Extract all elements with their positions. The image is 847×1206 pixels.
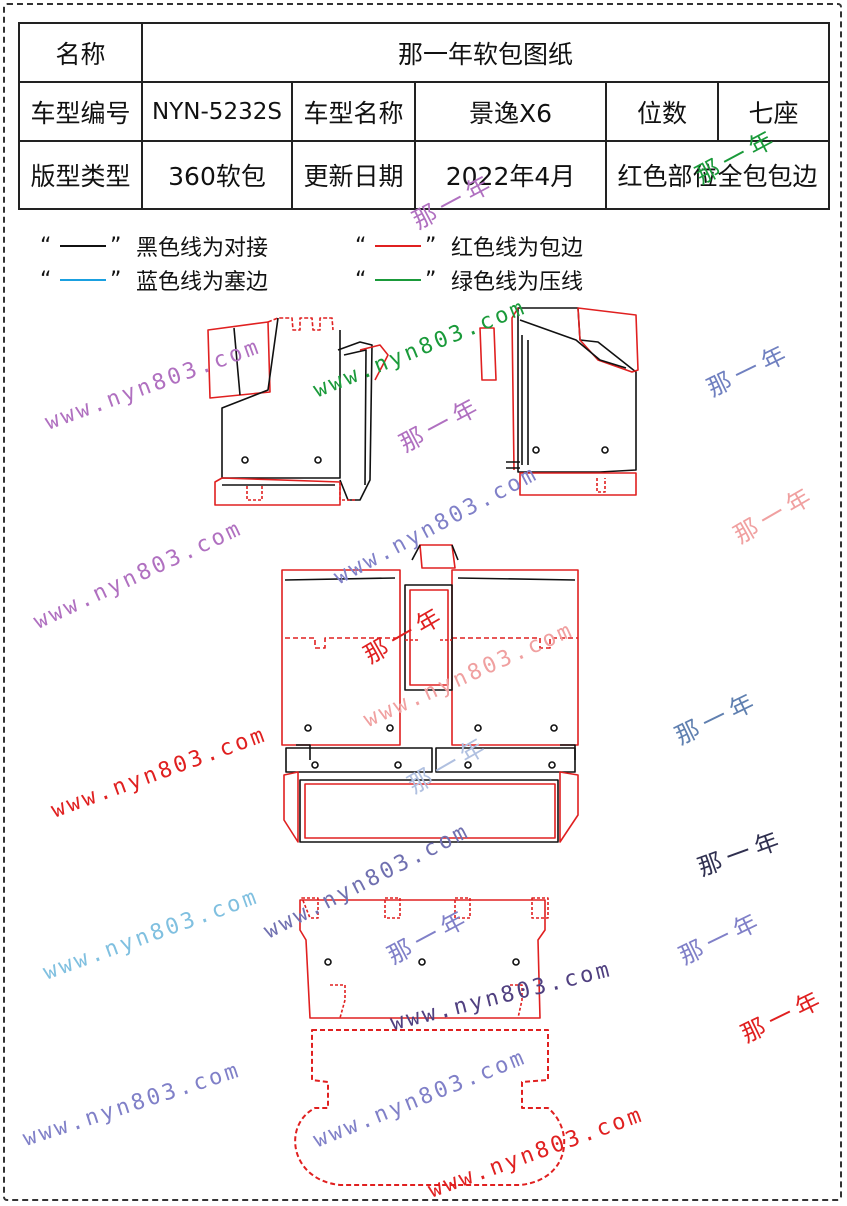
- third-row-mat: [299, 897, 549, 1019]
- legend-blue: “ ” 蓝色线为塞边: [40, 264, 268, 296]
- front-right-mat: [479, 307, 639, 496]
- front-left-mat: [207, 317, 389, 506]
- legend-red-text: 红色线为包边: [451, 236, 584, 261]
- legend-green: “ ” 绿色线为压线: [355, 264, 583, 296]
- legend-black: “ ” 黑色线为对接: [40, 230, 268, 262]
- model-code-label: 车型编号: [18, 81, 143, 142]
- date-label: 更新日期: [291, 140, 416, 210]
- info-table: 名称 那一年软包图纸 车型编号 NYN-5232S 车型名称 景逸X6 位数 七…: [18, 22, 831, 210]
- model-name-value: 景逸X6: [414, 81, 607, 142]
- type-value: 360软包: [141, 140, 293, 210]
- name-value: 那一年软包图纸: [140, 22, 831, 83]
- blue-line-swatch: [60, 279, 106, 281]
- black-line-swatch: [60, 245, 106, 247]
- seats-label: 位数: [605, 81, 719, 142]
- legend-red: “ ” 红色线为包边: [355, 230, 583, 262]
- note-value: 红色部位全包包边: [604, 140, 831, 210]
- red-line-swatch: [375, 245, 421, 247]
- date-value: 2022年4月: [414, 140, 607, 210]
- green-line-swatch: [375, 279, 421, 281]
- page-border: [3, 3, 842, 1201]
- type-label: 版型类型: [18, 140, 143, 210]
- seats-value: 七座: [716, 81, 831, 142]
- legend-green-text: 绿色线为压线: [451, 270, 584, 295]
- model-name-label: 车型名称: [291, 81, 416, 142]
- legend-blue-text: 蓝色线为塞边: [136, 270, 269, 295]
- name-label: 名称: [18, 22, 143, 83]
- legend-black-text: 黑色线为对接: [136, 236, 269, 261]
- model-code-value: NYN-5232S: [141, 81, 293, 142]
- middle-row-mat: [281, 544, 579, 843]
